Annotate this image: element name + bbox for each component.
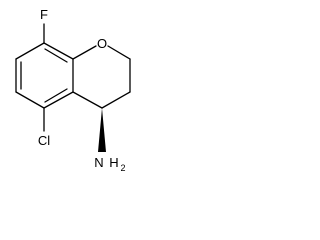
nitrogen-label: N [94, 155, 103, 170]
bond-c3-c4 [101, 91, 131, 109]
hydrogen-count-subscript: 2 [120, 163, 125, 173]
bond-c4a-c5 [43, 91, 74, 109]
chlorine-label: Cl [38, 133, 50, 148]
chemical-structure-diagram: F O Cl N H 2 [15, 7, 131, 173]
benzene-ring [15, 42, 74, 109]
bond-c7-c8 [15, 42, 45, 60]
bond-c5-c6 [15, 91, 45, 109]
oxygen-label: O [97, 36, 107, 51]
bond-c8-c8a [43, 42, 74, 60]
fluorine-label: F [40, 7, 48, 22]
wedge-bond-c4-n [98, 108, 106, 152]
bond-o1-c2 [107, 45, 131, 60]
bond-c8a-o1 [72, 45, 97, 60]
bond-c4-c4a [72, 91, 103, 109]
double-bond-c8-c8a [44, 48, 68, 63]
amine-label: N H 2 [94, 155, 125, 173]
hydrogen-label: H [109, 155, 118, 170]
pyran-ring [72, 45, 131, 109]
double-bond-c4a-c5 [44, 88, 68, 103]
